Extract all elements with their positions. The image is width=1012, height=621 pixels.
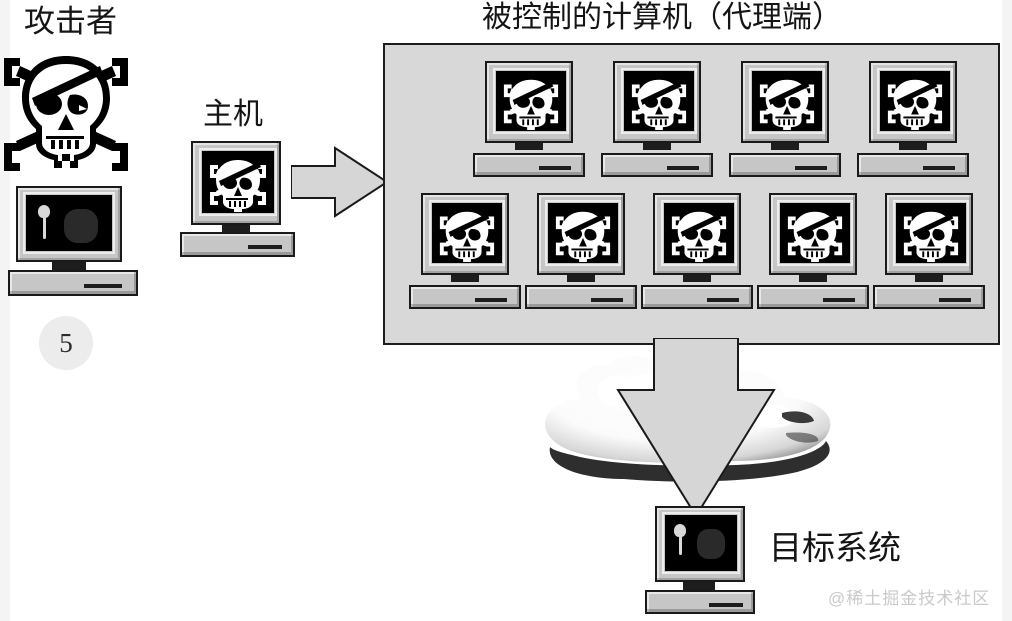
label-controlled-computers-title: 被控制的计算机（代理端） (482, 1, 842, 34)
zombie-computer (409, 193, 521, 313)
screen (665, 515, 737, 571)
zombie-computer (757, 193, 869, 313)
screen (26, 195, 112, 251)
screen-with-skull (202, 151, 274, 213)
zombie-computer (525, 193, 637, 313)
controlled-computers-panel (383, 43, 1000, 345)
base-unit (645, 590, 755, 614)
screen-with-skull (880, 71, 950, 131)
figure-number-badge: 5 (39, 316, 93, 370)
host-computer-icon (180, 141, 295, 257)
monitor (191, 141, 281, 225)
monitor (16, 186, 122, 262)
screen-with-skull (624, 71, 694, 131)
screen-with-skull (432, 203, 502, 263)
attacker-computer-icon (8, 186, 138, 296)
base-unit (8, 270, 138, 296)
zombie-computer (729, 61, 841, 181)
label-host: 主机 (203, 98, 263, 131)
page-margin-right (1002, 0, 1012, 621)
label-attacker: 攻击者 (24, 4, 117, 39)
zombie-computer (641, 193, 753, 313)
screen-with-skull (664, 203, 734, 263)
zombie-computer (857, 61, 969, 181)
screen-with-skull (496, 71, 566, 131)
screen-with-skull (752, 71, 822, 131)
zombie-computer (873, 193, 985, 313)
page-margin-left (0, 0, 10, 621)
screen-with-skull (780, 203, 850, 263)
arrow-right-icon (290, 146, 389, 223)
watermark: @稀土掘金技术社区 (828, 589, 991, 608)
target-computer-icon (645, 506, 755, 614)
zombie-computer (601, 61, 713, 181)
label-target-system: 目标系统 (769, 531, 901, 567)
screen-with-skull (896, 203, 966, 263)
base-unit (180, 232, 295, 257)
zombie-computer (473, 61, 585, 181)
skull-and-crossbones-icon (2, 48, 130, 181)
screen-with-skull (548, 203, 618, 263)
monitor (655, 506, 745, 582)
arrow-down-icon (616, 337, 776, 523)
